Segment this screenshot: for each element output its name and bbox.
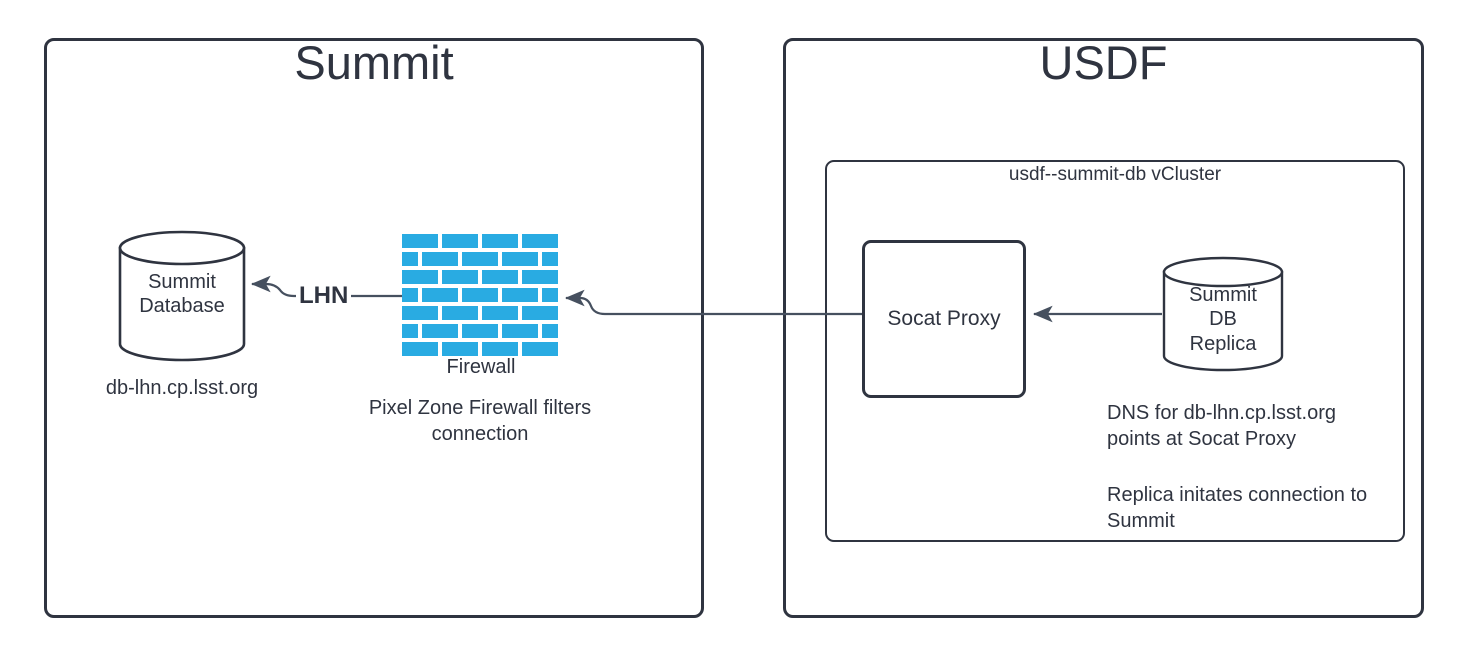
brick (462, 324, 498, 338)
brick (522, 270, 558, 284)
brick (422, 288, 458, 302)
usdf-zone-title: USDF (1039, 36, 1168, 89)
replica-note: Replica initates connection to Summit (1107, 482, 1412, 534)
summit-zone-box (44, 38, 704, 618)
brick (402, 342, 438, 356)
brick (482, 342, 518, 356)
brick (482, 234, 518, 248)
brick (402, 252, 418, 266)
brick (422, 324, 458, 338)
brick (422, 252, 458, 266)
brick (402, 288, 418, 302)
brick (442, 306, 478, 320)
brick (542, 324, 558, 338)
summit-db-replica-cylinder: Summit DB Replica (1162, 256, 1284, 372)
summit-database-cylinder: Summit Database (118, 230, 246, 362)
socat-proxy-box: Socat Proxy (862, 240, 1026, 398)
brick (502, 324, 538, 338)
vcluster-box (825, 160, 1405, 542)
cylinder-shape (1162, 256, 1284, 372)
lhn-edge-label: LHN (296, 282, 352, 310)
cylinder-shape (118, 230, 246, 362)
brick (542, 252, 558, 266)
vcluster-title: usdf--summit-db vCluster (1008, 164, 1222, 185)
brick (402, 270, 438, 284)
dns-note-line1: DNS for db-lhn.cp.lsst.org (1107, 402, 1336, 424)
brick (522, 342, 558, 356)
brick (522, 306, 558, 320)
brick (442, 234, 478, 248)
dns-note-line2: points at Socat Proxy (1107, 428, 1296, 450)
firewall-caption: Pixel Zone Firewall filters connection (340, 395, 620, 447)
brick (462, 288, 498, 302)
brick (402, 324, 418, 338)
firewall-label: Firewall (446, 356, 516, 378)
brick (542, 288, 558, 302)
brick (482, 270, 518, 284)
brick (482, 306, 518, 320)
replica-note-line1: Replica initates connection to (1107, 484, 1368, 506)
replica-note-line2: Summit (1107, 510, 1175, 532)
brick (462, 252, 498, 266)
brick (522, 234, 558, 248)
brick (402, 306, 438, 320)
firewall-caption-line2: connection (431, 423, 529, 445)
brick (502, 288, 538, 302)
socat-proxy-label: Socat Proxy (887, 307, 1001, 330)
brick (402, 234, 438, 248)
firewall-caption-line1: Pixel Zone Firewall filters (368, 397, 592, 419)
brick (442, 270, 478, 284)
brick (502, 252, 538, 266)
firewall-icon (402, 234, 560, 356)
summit-zone-title: Summit (294, 36, 454, 89)
dns-note: DNS for db-lhn.cp.lsst.org points at Soc… (1107, 400, 1407, 452)
summit-database-caption: db-lhn.cp.lsst.org (105, 377, 259, 399)
usdf-zone-box (783, 38, 1424, 618)
brick (442, 342, 478, 356)
